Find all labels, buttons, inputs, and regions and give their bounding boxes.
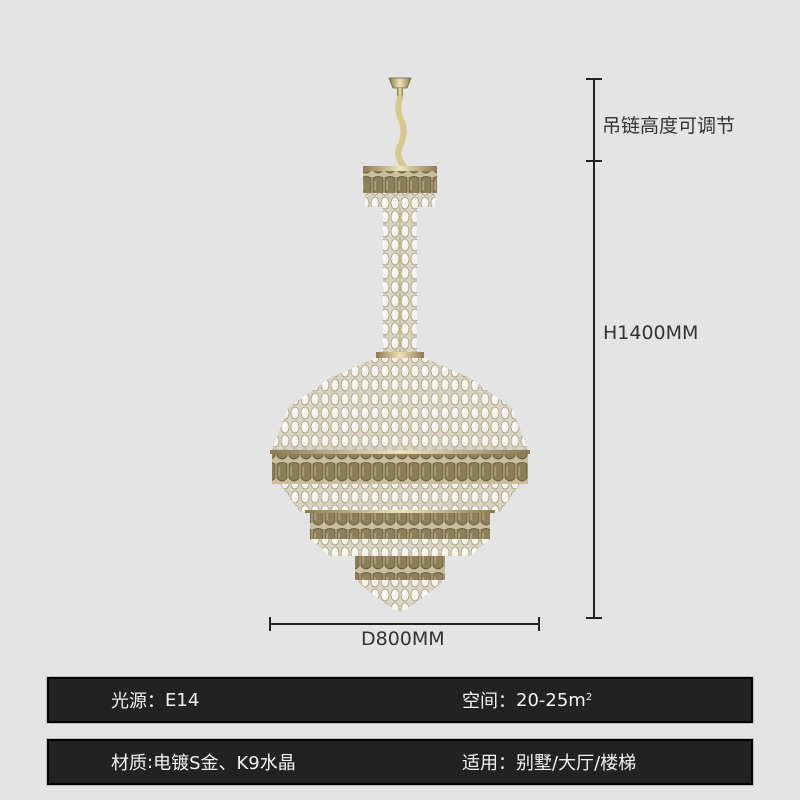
spec-application: 适用：别墅/大厅/楼梯 (462, 741, 636, 783)
height-top-tick (586, 78, 602, 80)
spec-sep: ： (147, 691, 165, 712)
spec-value: 别墅/大厅/楼梯 (516, 753, 637, 774)
diameter-left-tick (269, 617, 271, 631)
height-dimension-line (593, 78, 595, 618)
height-label: H1400MM (603, 322, 699, 344)
chain-adjustable-note: 吊链高度可调节 (602, 115, 736, 137)
height-bottom-tick (586, 617, 602, 619)
spec-label: 空间 (462, 691, 498, 712)
spec-superscript: 2 (585, 692, 593, 703)
spec-light-source: 光源：E14 (111, 679, 199, 721)
spec-value: 20-25m (516, 689, 586, 711)
spec-label: 适用 (462, 753, 498, 774)
chain-divider-tick (586, 160, 602, 162)
diameter-dimension-line (270, 623, 539, 625)
spec-value: E14 (165, 689, 200, 711)
spec-sep: ： (498, 753, 516, 774)
spec-sep: : (147, 751, 154, 773)
spec-bar-2: 材质: 电镀S金、K9水晶 适用：别墅/大厅/楼梯 (46, 738, 754, 786)
diameter-right-tick (538, 617, 540, 631)
spec-value: 电镀S金、K9水晶 (153, 753, 296, 774)
spec-sep: ： (498, 691, 516, 712)
diameter-label: D800MM (361, 628, 445, 650)
spec-label: 光源 (111, 691, 147, 712)
spec-material: 材质: 电镀S金、K9水晶 (111, 741, 296, 783)
spec-label: 材质 (111, 753, 147, 774)
